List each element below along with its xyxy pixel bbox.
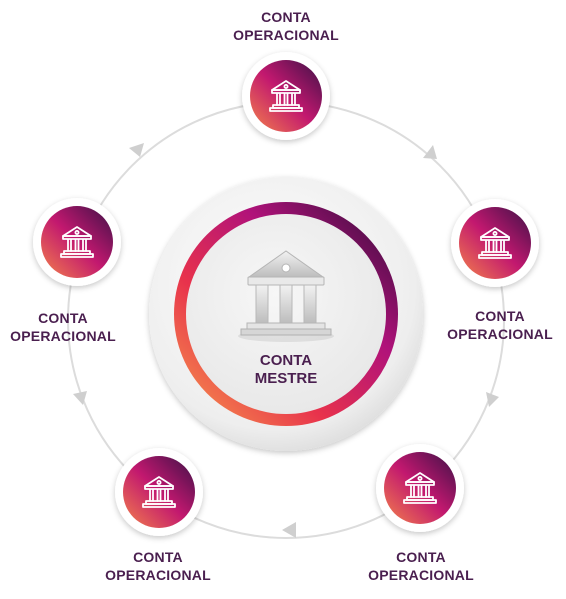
master-node <box>149 177 423 451</box>
flow-arrow-5 <box>129 143 144 157</box>
node-left-label-line1: CONTA <box>38 310 88 326</box>
node-right-label-line1: CONTA <box>475 308 525 324</box>
node-bottom-left <box>115 448 203 536</box>
node-bottom-right <box>376 444 464 532</box>
node-left <box>33 198 121 286</box>
flow-arrow-3 <box>282 522 296 538</box>
node-left-label-line2: OPERACIONAL <box>10 328 116 344</box>
node-bottom-left-label-line1: CONTA <box>133 549 183 565</box>
node-bottom-right-label-line1: CONTA <box>396 549 446 565</box>
node-right-label-line2: OPERACIONAL <box>447 326 553 342</box>
node-right <box>451 199 539 287</box>
node-left-label: CONTA OPERACIONAL <box>0 309 143 345</box>
flow-arrow-2 <box>486 392 499 407</box>
flow-arrows <box>73 143 499 538</box>
node-top-label-line1: CONTA <box>261 9 311 25</box>
node-bottom-right-label-line2: OPERACIONAL <box>368 567 474 583</box>
node-top-label-line2: OPERACIONAL <box>233 27 339 43</box>
node-right-label: CONTA OPERACIONAL <box>420 307 566 343</box>
node-bottom-left-label: CONTA OPERACIONAL <box>78 548 238 584</box>
master-label-line2: MESTRE <box>254 370 318 387</box>
master-label-line1: CONTA <box>259 352 313 369</box>
node-top-label: CONTA OPERACIONAL <box>206 8 366 44</box>
node-bottom-left-label-line2: OPERACIONAL <box>105 567 211 583</box>
node-bottom-right-label: CONTA OPERACIONAL <box>341 548 501 584</box>
master-label: CONTA MESTRE <box>216 352 356 388</box>
flow-arrow-4 <box>73 391 87 405</box>
master-bank-icon <box>238 250 334 342</box>
flow-arrow-1 <box>423 145 437 159</box>
node-top <box>242 52 330 140</box>
